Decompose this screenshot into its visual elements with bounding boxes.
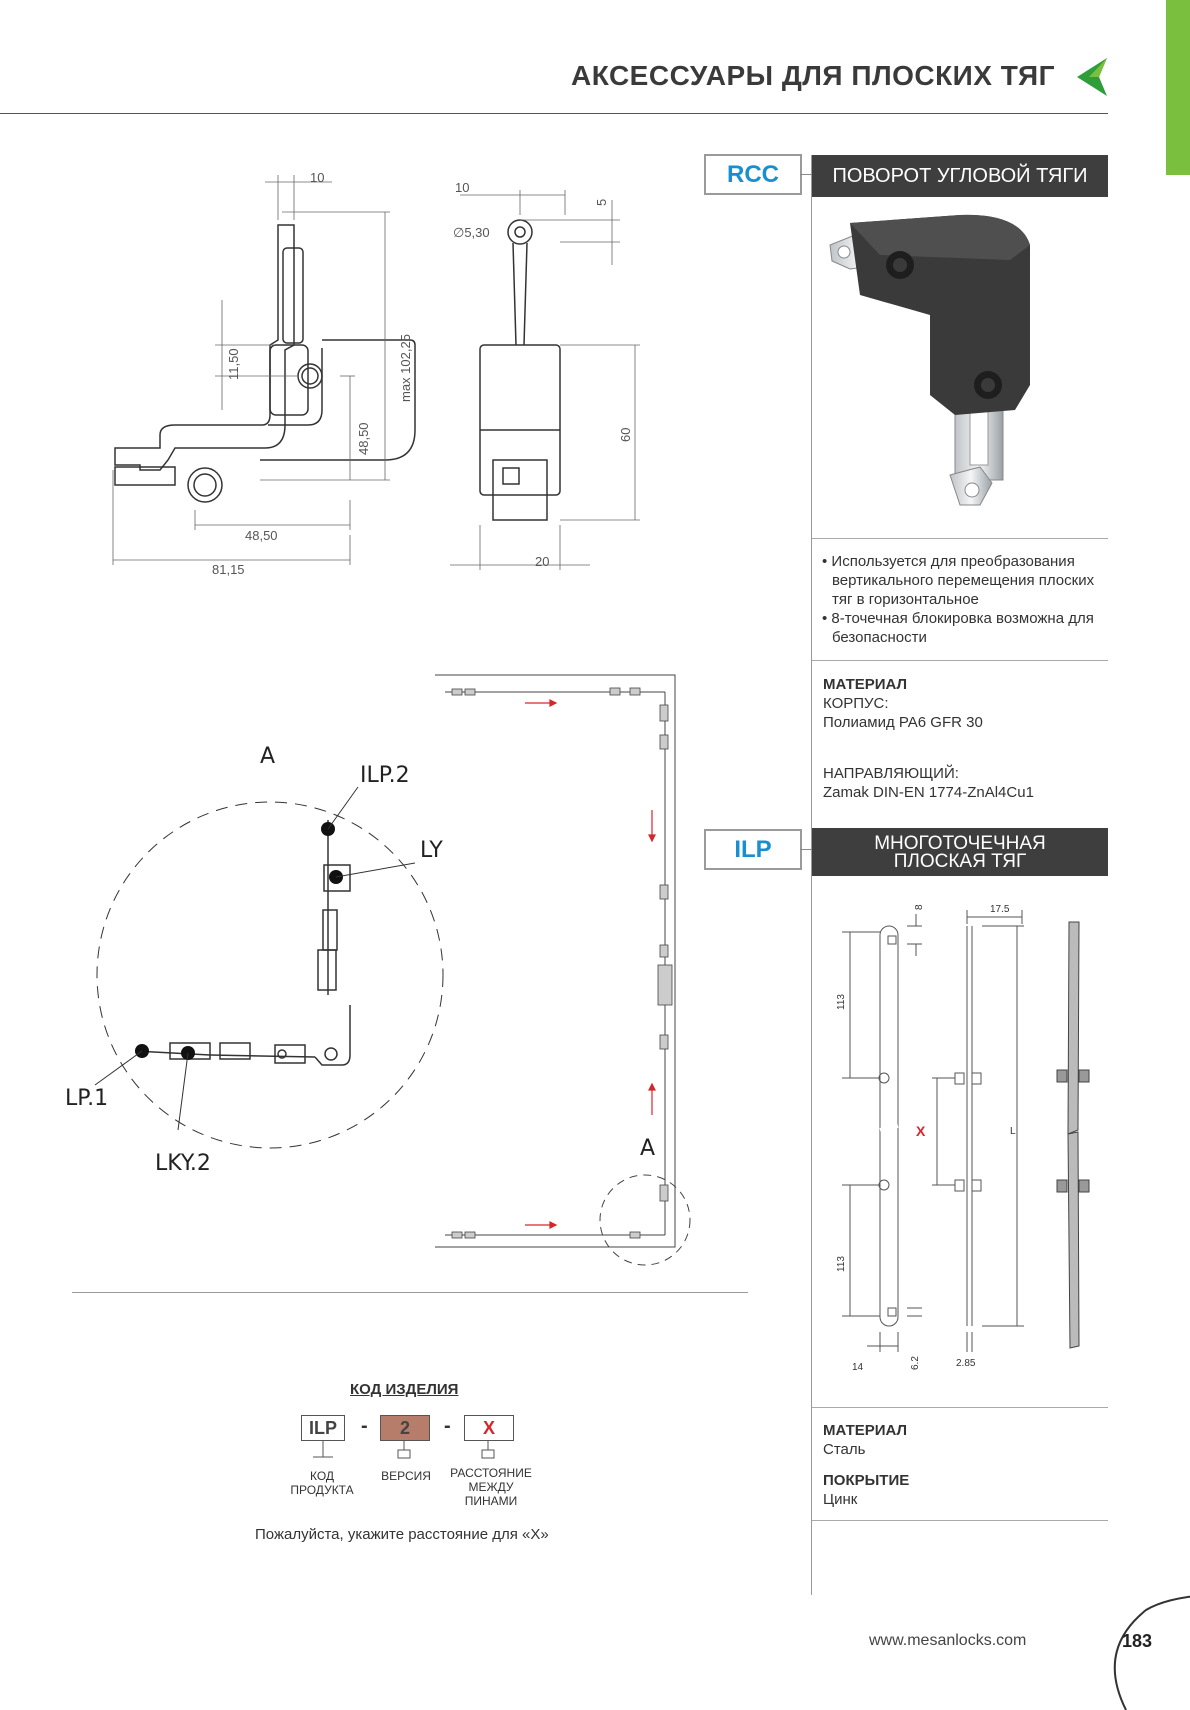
product-code-title: КОД ИЗДЕЛИЯ [350,1381,459,1398]
rcc-body-value: Полиамид PA6 GFR 30 [823,714,983,731]
distance-box: X [464,1415,514,1441]
rcc-bullet-list: • Используется для преобразования вертик… [822,552,1102,647]
ilp-dim-6-2: 6.2 [910,1356,921,1370]
rcc-guide-value: Zamak DIN-EN 1774-ZnAl4Cu1 [823,784,1034,801]
distance-note: Пожалуйста, укажите расстояние для «X» [255,1526,549,1543]
ilp-title-band: МНОГОТОЧЕЧНАЯ ПЛОСКАЯ ТЯГ [812,828,1108,876]
footer-website: www.mesanlocks.com [869,1632,1027,1649]
dash-1: - [361,1415,368,1437]
ilp-dim-113-top: 113 [836,994,847,1010]
rcc-dim-20: 20 [535,554,549,569]
header-divider [0,113,1108,114]
rcc-material-heading: МАТЕРИАЛ [823,676,908,693]
installation-diagram: A ILP.2 LY LP.1 LKY.2 A [65,674,691,1266]
callout-lky2: LKY.2 [155,1151,211,1176]
dash-2: - [444,1415,451,1437]
ilp-drawing: 17.5 8 113 X L 113 14 6.2 2.85 [836,904,1090,1370]
ilp-coating-heading: ПОКРЫТИЕ [823,1472,910,1489]
ilp-material-value: Сталь [823,1441,866,1458]
ilp-drawing-divider [812,1407,1108,1408]
rcc-material-block: МАТЕРИАЛ КОРПУС: Полиамид PA6 GFR 30 НАП… [823,675,1034,802]
ilp-title-line2: ПЛОСКАЯ ТЯГ [893,851,1027,872]
rcc-image-divider [812,538,1108,539]
page-corner-curve [1113,1595,1190,1710]
ilp-dim-2-85: 2.85 [956,1358,976,1369]
callout-ly: LY [420,838,443,863]
ilp-dim-14: 14 [852,1362,864,1370]
product-code-box: ILP [301,1415,345,1441]
ilp-material-divider [812,1520,1108,1521]
page-title: АКСЕССУАРЫ ДЛЯ ПЛОСКИХ ТЯГ [571,60,1055,91]
ilp-bar-3d-top [1067,921,1080,1135]
rcc-connector [800,174,812,175]
label-distance: РАССТОЯНИЕ МЕЖДУ ПИНАМИ [450,1466,532,1508]
ilp-dim-17-5: 17.5 [990,904,1010,915]
rcc-guide-label: НАПРАВЛЯЮЩИЙ: [823,765,959,782]
rcc-dim-5: 5 [594,199,609,206]
page-number: 183 [1122,1631,1153,1651]
ilp-connector [800,849,812,850]
ilp-code-box: ILP [704,829,802,870]
label-product-code: КОД ПРОДУКТА [290,1469,354,1497]
rcc-drawing: 10 10 5 ∅5,30 11,50 48,50 max 102,25 60 … [112,170,640,577]
ilp-dim-113-bottom: 113 [836,1256,847,1272]
product-code-connectors [313,1440,495,1459]
version-box: 2 [380,1415,430,1441]
rcc-dim-48-50-horizontal: 48,50 [245,528,278,543]
window-frame [435,674,691,1266]
callout-a-top: A [260,744,275,769]
rcc-bullet-divider [812,660,1108,661]
rcc-bullet-1: • Используется для преобразования вертик… [822,553,1095,608]
rcc-title-band: ПОВОРОТ УГЛОВОЙ ТЯГИ [812,155,1108,197]
ilp-dim-l: L [1010,1126,1016,1137]
label-version: ВЕРСИЯ [381,1469,431,1483]
rcc-dim-48-50-vertical: 48,50 [356,422,371,455]
ilp-slot-bottom [887,1307,897,1317]
section-divider [72,1292,748,1293]
rcc-dim-81-15: 81,15 [212,562,245,577]
ilp-dim-x: X [916,1123,926,1139]
ilp-coating-value: Цинк [823,1491,858,1508]
rcc-dim-11-50: 11,50 [226,348,241,380]
ilp-bar-3d-bottom [1067,1131,1080,1349]
rcc-dim-diameter: ∅5,30 [453,225,490,240]
ilp-dim-8: 8 [914,904,925,910]
callout-a-frame: A [640,1136,655,1161]
ilp-title-line1: МНОГОТОЧЕЧНАЯ [874,833,1046,854]
rcc-dim-10-right: 10 [455,180,469,195]
rcc-body-label: КОРПУС: [823,695,889,712]
rcc-dim-10-left: 10 [310,170,324,185]
callout-lp1: LP.1 [65,1086,108,1111]
column-divider [811,155,812,1595]
green-arrow-icon [1077,58,1107,96]
ilp-material-heading: МАТЕРИАЛ [823,1422,908,1439]
rcc-code-box: RCC [704,154,802,195]
detail-a-circle [96,801,444,1149]
callout-ilp2: ILP.2 [360,763,410,788]
ilp-slot-top [887,935,897,945]
rcc-dim-60: 60 [618,428,633,442]
rcc-product-image [829,214,1030,506]
ilp-material-block: МАТЕРИАЛ Сталь ПОКРЫТИЕ Цинк [823,1421,909,1509]
rcc-dim-max-102: max 102,25 [398,334,413,402]
rcc-side-profile [114,224,295,471]
side-color-tab [1166,0,1190,175]
rcc-bullet-2: • 8-точечная блокировка возможна для без… [822,610,1094,646]
